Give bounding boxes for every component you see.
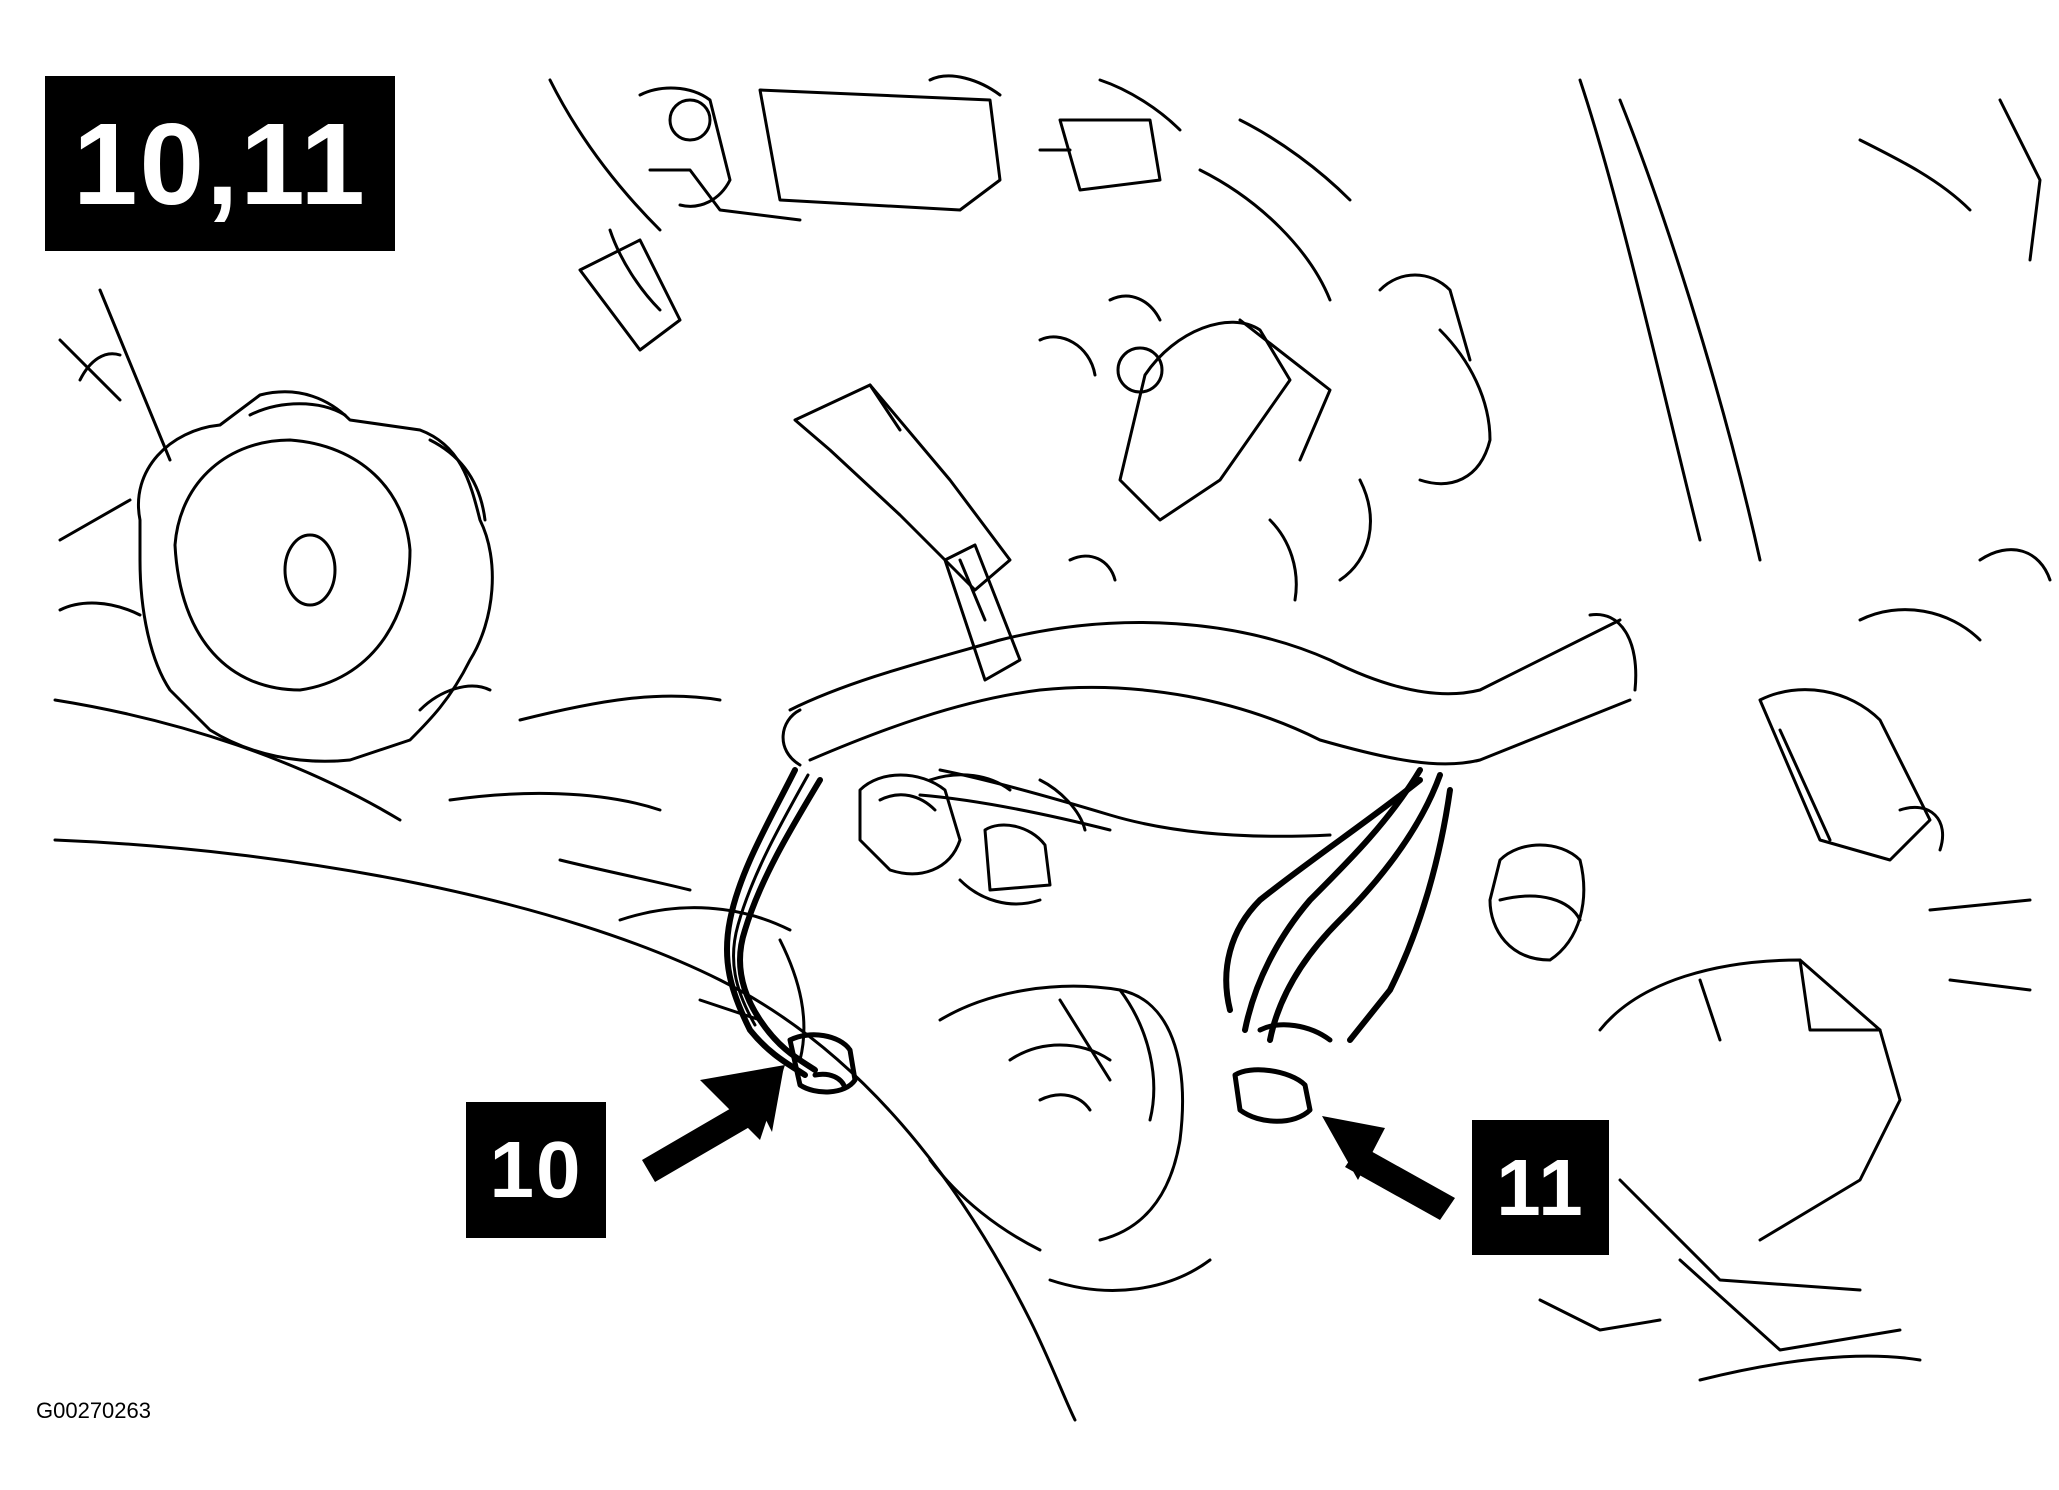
reservoir-cap	[58, 288, 494, 763]
upper-components	[793, 273, 1492, 602]
step-label: 10,11	[73, 98, 367, 229]
foreground-contour	[53, 694, 1077, 1422]
lower-tube	[928, 984, 1212, 1292]
harness-11	[1223, 767, 1453, 1043]
arrow-10-head	[700, 1065, 785, 1140]
harness-10-outline	[732, 773, 810, 1027]
upper-housing	[548, 74, 1352, 352]
callout-11-box: 11	[1472, 1120, 1609, 1255]
figure-id: G00270263	[36, 1398, 151, 1423]
arrow-10	[642, 1066, 784, 1182]
hose-clamp	[943, 543, 1022, 682]
coolant-hose	[781, 612, 1638, 767]
right-components	[1488, 78, 2052, 1382]
connector-10	[787, 1032, 858, 1095]
callout-10-label: 10	[489, 1125, 583, 1214]
arrow-11-head	[1322, 1116, 1385, 1180]
harness-10	[723, 767, 823, 1078]
callout-10-box: 10	[466, 1102, 606, 1238]
connector-11	[1232, 1022, 1333, 1124]
callout-11-label: 11	[1496, 1142, 1585, 1232]
arrow-11-shaft	[1345, 1145, 1455, 1220]
central-sensor	[858, 768, 1332, 906]
step-label-box: 10,11	[45, 76, 395, 251]
